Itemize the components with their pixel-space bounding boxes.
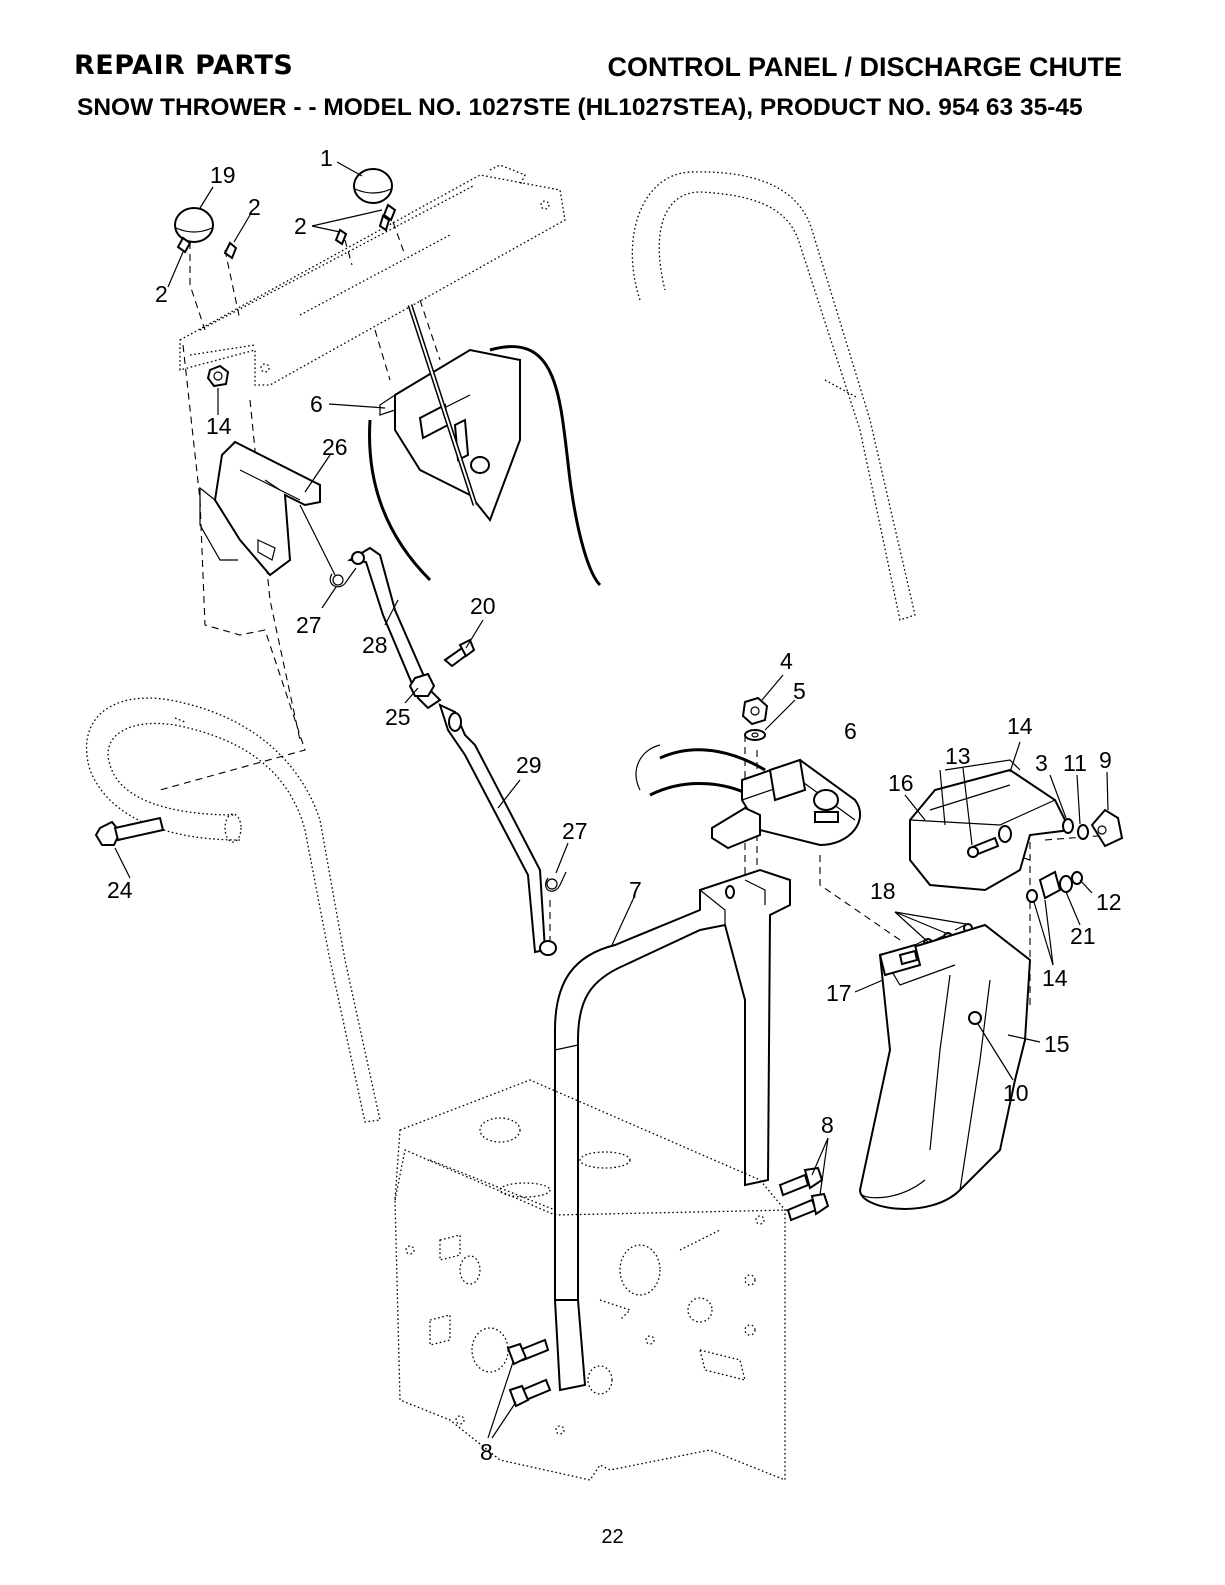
callout-3: 3 <box>1035 750 1048 776</box>
callout-20: 20 <box>470 593 496 619</box>
callout-27-upper: 27 <box>296 612 322 638</box>
callout-2a: 2 <box>248 194 261 220</box>
callout-2c: 2 <box>155 281 168 307</box>
chute-deflector <box>910 760 1070 890</box>
bolts-8-right <box>780 1168 828 1220</box>
callout-10: 10 <box>1003 1080 1029 1106</box>
callout-11: 11 <box>1063 750 1087 776</box>
callout-14-left: 14 <box>206 413 232 439</box>
callout-12: 12 <box>1096 889 1122 915</box>
locknut-left <box>208 366 228 386</box>
callout-24: 24 <box>107 877 133 903</box>
callout-6-upper: 6 <box>310 391 323 417</box>
callout-7: 7 <box>629 877 642 903</box>
callout-25: 25 <box>385 704 411 730</box>
callout-18: 18 <box>870 878 896 904</box>
washer-5 <box>745 730 765 740</box>
callout-14-bottom: 14 <box>1042 965 1068 991</box>
chute-control-upper <box>370 305 600 585</box>
knob-left <box>175 208 213 242</box>
bolts-8-bottom <box>508 1340 550 1406</box>
callout-19: 19 <box>210 162 236 188</box>
pivot-12-21 <box>1027 872 1082 902</box>
callout-2b: 2 <box>294 213 307 239</box>
bolt-20 <box>445 640 474 666</box>
auger-housing <box>395 1080 790 1480</box>
bolt-24 <box>96 818 163 845</box>
callout-6-base: 6 <box>844 718 857 744</box>
callout-8-right: 8 <box>821 1112 834 1138</box>
callout-28: 28 <box>362 632 388 658</box>
rod-lower <box>440 705 556 955</box>
callout-26: 26 <box>322 434 348 460</box>
callout-5: 5 <box>793 678 806 704</box>
callout-4: 4 <box>780 648 793 674</box>
hairpin-lower <box>546 872 566 891</box>
callout-9: 9 <box>1099 747 1112 773</box>
callout-29: 29 <box>516 752 542 778</box>
callout-14-top: 14 <box>1007 713 1033 739</box>
callout-27-lower: 27 <box>562 818 588 844</box>
chute-control-base <box>636 745 860 848</box>
callout-21: 21 <box>1070 923 1096 949</box>
hairpin-upper <box>330 568 356 587</box>
callout-15: 15 <box>1044 1031 1070 1057</box>
callout-16: 16 <box>888 770 914 796</box>
upper-handle-right <box>632 172 915 620</box>
chute-support <box>555 870 790 1390</box>
callout-13: 13 <box>945 743 971 769</box>
lower-handle-left <box>87 698 380 1122</box>
knob-9 <box>1092 810 1122 846</box>
locknut-4 <box>743 698 767 724</box>
callout-1: 1 <box>320 145 333 171</box>
shift-bracket <box>200 442 335 575</box>
callout-8-bottom: 8 <box>480 1439 493 1465</box>
callout-17: 17 <box>826 980 852 1006</box>
page-number: 22 <box>0 1526 1225 1549</box>
